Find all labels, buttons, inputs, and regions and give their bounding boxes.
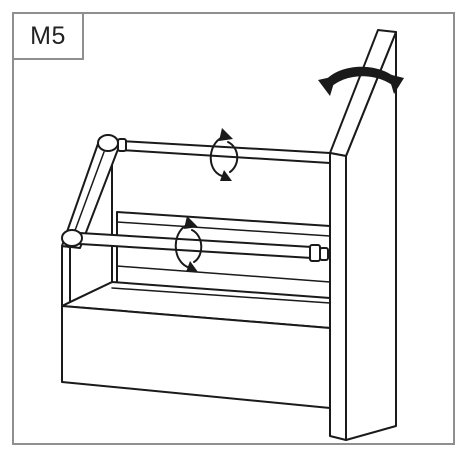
instruction-frame-border: M5	[12, 12, 455, 445]
step-number: M5	[30, 21, 66, 50]
step-badge: M5	[14, 14, 84, 60]
rotate-arrow-icon	[174, 216, 203, 272]
swing-arrow-icon	[318, 66, 404, 96]
lower-rod	[61, 229, 329, 262]
rotate-arrow-icon	[209, 128, 239, 181]
left-side-panel	[61, 137, 121, 307]
right-side-panel	[329, 29, 397, 441]
